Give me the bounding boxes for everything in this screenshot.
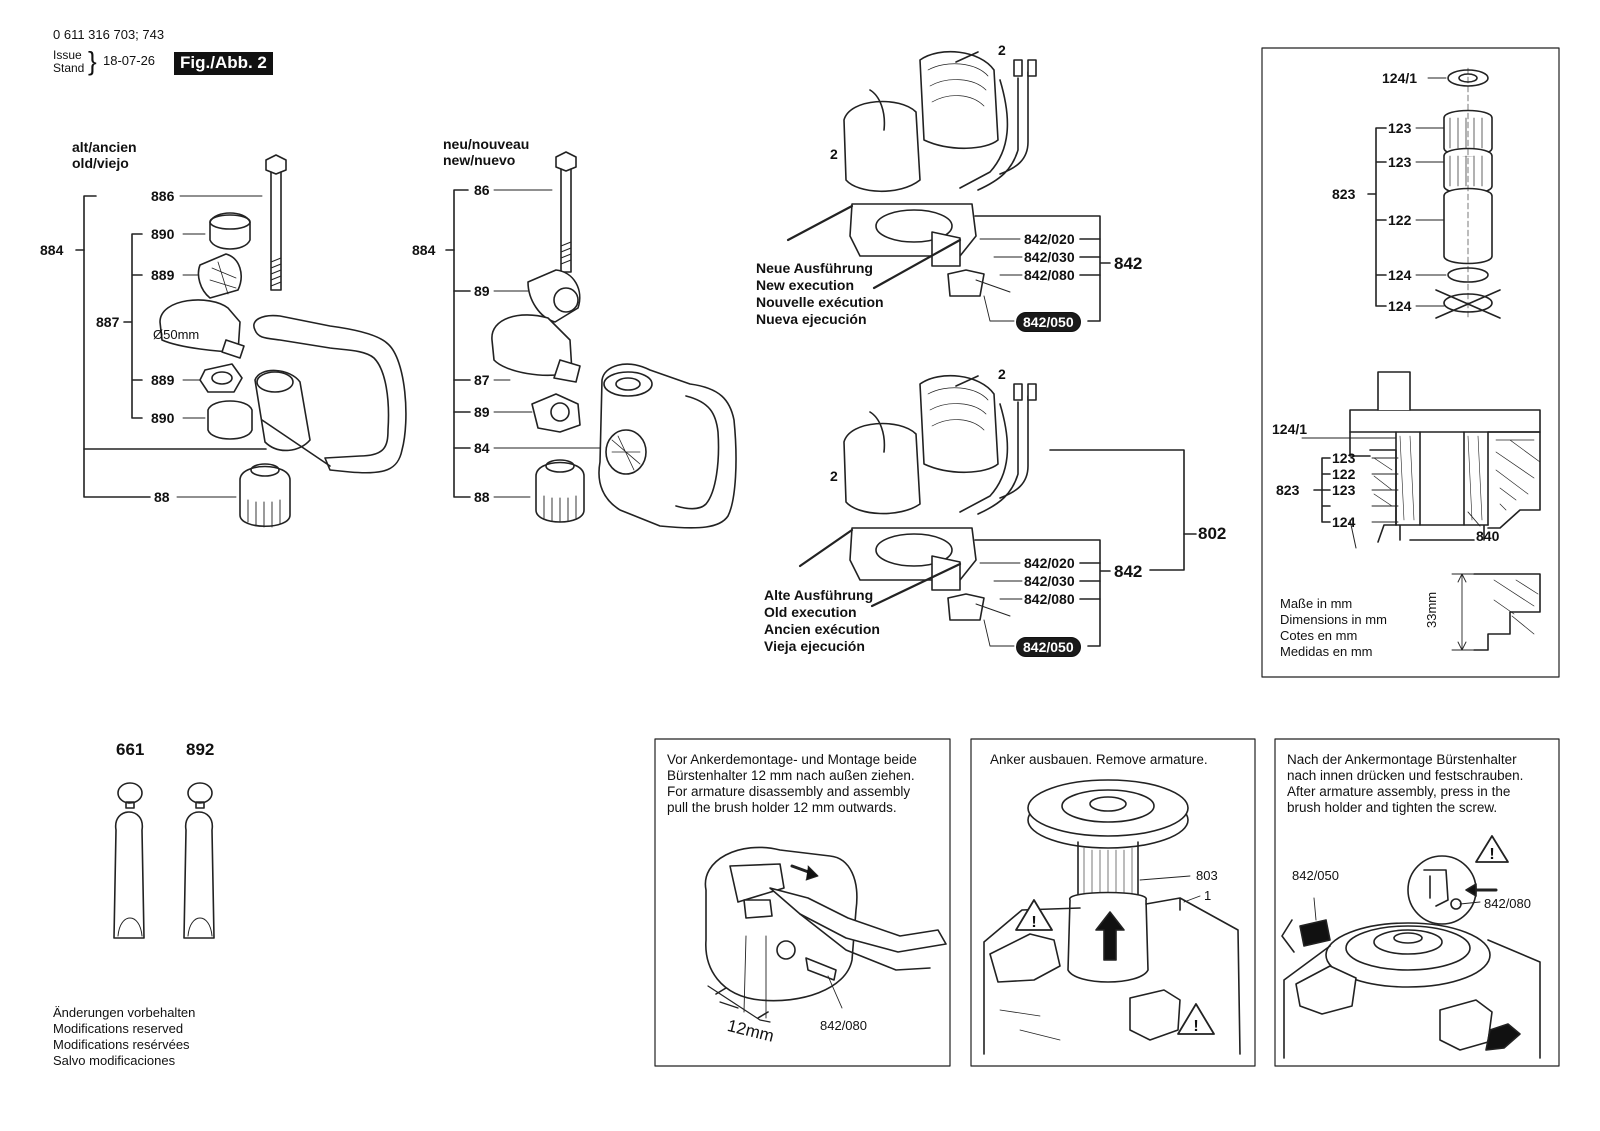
old-group-subtitle: old/viejo — [72, 155, 129, 171]
issue-brace: } — [88, 46, 97, 76]
part-label-884: 884 — [412, 242, 436, 258]
part-label-889: 889 — [151, 372, 175, 388]
step3-line-2: nach innen drücken und festschrauben. — [1287, 768, 1524, 783]
part-label-123: 123 — [1332, 482, 1356, 498]
old-group-title: alt/ancien — [72, 139, 137, 155]
execution-fr: Nouvelle exécution — [756, 294, 884, 310]
disclaimer-en: Modifications reserved — [53, 1021, 184, 1036]
part-label-842-080: 842/080 — [1484, 896, 1531, 911]
part-label-661: 661 — [116, 740, 145, 759]
part-label-123: 123 — [1388, 120, 1412, 136]
part-label-87: 87 — [474, 372, 490, 388]
part-label-84: 84 — [474, 440, 490, 456]
part-label-842-020: 842/020 — [1024, 555, 1075, 571]
execution-de: Neue Ausführung — [756, 260, 873, 276]
part-label-122: 122 — [1332, 466, 1356, 482]
part-label-2: 2 — [998, 42, 1006, 58]
figure-badge: Fig./Abb. 2 — [174, 52, 273, 75]
part-label-123: 123 — [1388, 154, 1412, 170]
part-label-2: 2 — [830, 146, 838, 162]
execution-de: Alte Ausführung — [764, 587, 874, 603]
units-fr: Cotes en mm — [1280, 628, 1358, 643]
execution-en: New execution — [756, 277, 855, 293]
part-label-892: 892 — [186, 740, 215, 759]
part-label-86: 86 — [474, 182, 490, 198]
step1-line-4: pull the brush holder 12 mm outwards. — [667, 800, 897, 815]
part-label-124-1: 124/1 — [1272, 421, 1308, 437]
warning-glyph: ! — [1489, 846, 1494, 863]
part-label-842-030: 842/030 — [1024, 249, 1075, 265]
part-label-823: 823 — [1276, 482, 1300, 498]
warning-glyph: ! — [1031, 914, 1036, 931]
step3-line-3: After armature assembly, press in the — [1287, 784, 1511, 799]
part-label-124: 124 — [1332, 514, 1356, 530]
step3-line-1: Nach der Ankermontage Bürstenhalter — [1287, 752, 1517, 767]
new-group-subtitle: new/nuevo — [443, 152, 516, 168]
disclaimer-fr: Modifications resérvées — [53, 1037, 190, 1052]
execution-en: Old execution — [764, 604, 857, 620]
part-label-89: 89 — [474, 404, 490, 420]
part-label-124: 124 — [1388, 298, 1412, 314]
stand-label: Stand — [53, 61, 85, 75]
step3-line-4: brush holder and tighten the screw. — [1287, 800, 1498, 815]
part-label-823: 823 — [1332, 186, 1356, 202]
part-label-88: 88 — [474, 489, 490, 505]
execution-es: Nueva ejecución — [756, 311, 867, 327]
part-label-842-020: 842/020 — [1024, 231, 1075, 247]
part-label-1: 1 — [1204, 888, 1212, 903]
part-pill-842-050: 842/050 — [1016, 637, 1081, 657]
group-label-842: 842 — [1114, 562, 1143, 581]
warning-glyph: ! — [1193, 1018, 1198, 1035]
part-label-123: 123 — [1332, 450, 1356, 466]
part-label-2: 2 — [998, 366, 1006, 382]
part-label-890: 890 — [151, 410, 175, 426]
part-label-889: 889 — [151, 267, 175, 283]
part-label-884: 884 — [40, 242, 64, 258]
part-label-887: 887 — [96, 314, 120, 330]
part-label-842-030: 842/030 — [1024, 573, 1075, 589]
part-label-2: 2 — [830, 468, 838, 484]
units-de: Maße in mm — [1280, 596, 1353, 611]
part-label-803: 803 — [1196, 868, 1218, 883]
assembly-label-802: 802 — [1198, 524, 1227, 543]
units-en: Dimensions in mm — [1280, 612, 1387, 627]
part-label-886: 886 — [151, 188, 175, 204]
step1-line-3: For armature disassembly and assembly — [667, 784, 911, 799]
disclaimer-de: Änderungen vorbehalten — [53, 1005, 196, 1020]
execution-fr: Ancien exécution — [764, 621, 880, 637]
part-label-842-050: 842/050 — [1292, 868, 1339, 883]
part-label-88: 88 — [154, 489, 170, 505]
part-label-842-080: 842/080 — [1024, 267, 1075, 283]
part-number: 0 611 316 703; 743 — [53, 27, 165, 42]
part-label-122: 122 — [1388, 212, 1412, 228]
units-es: Medidas en mm — [1280, 644, 1373, 659]
part-label-842-080: 842/080 — [1024, 591, 1075, 607]
step1-line-1: Vor Ankerdemontage- und Montage beide — [667, 752, 917, 767]
group-label-842: 842 — [1114, 254, 1143, 273]
new-group-title: neu/nouveau — [443, 136, 530, 152]
step2-text: Anker ausbauen. Remove armature. — [990, 752, 1208, 767]
part-label-842-080: 842/080 — [820, 1018, 867, 1033]
disclaimer-es: Salvo modificaciones — [53, 1053, 176, 1068]
dimension-33mm: 33mm — [1424, 591, 1439, 628]
execution-es: Vieja ejecución — [764, 638, 865, 654]
part-label-124: 124 — [1388, 267, 1412, 283]
step1-line-2: Bürstenhalter 12 mm nach außen ziehen. — [667, 768, 915, 783]
part-label-840: 840 — [1476, 528, 1500, 544]
part-label-89: 89 — [474, 283, 490, 299]
issue-date: 18-07-26 — [103, 53, 156, 68]
part-pill-842-050: 842/050 — [1016, 312, 1081, 332]
diameter-label: Ø50mm — [153, 327, 200, 342]
issue-label: Issue — [53, 48, 82, 62]
part-label-124-1: 124/1 — [1382, 70, 1418, 86]
part-label-890: 890 — [151, 226, 175, 242]
